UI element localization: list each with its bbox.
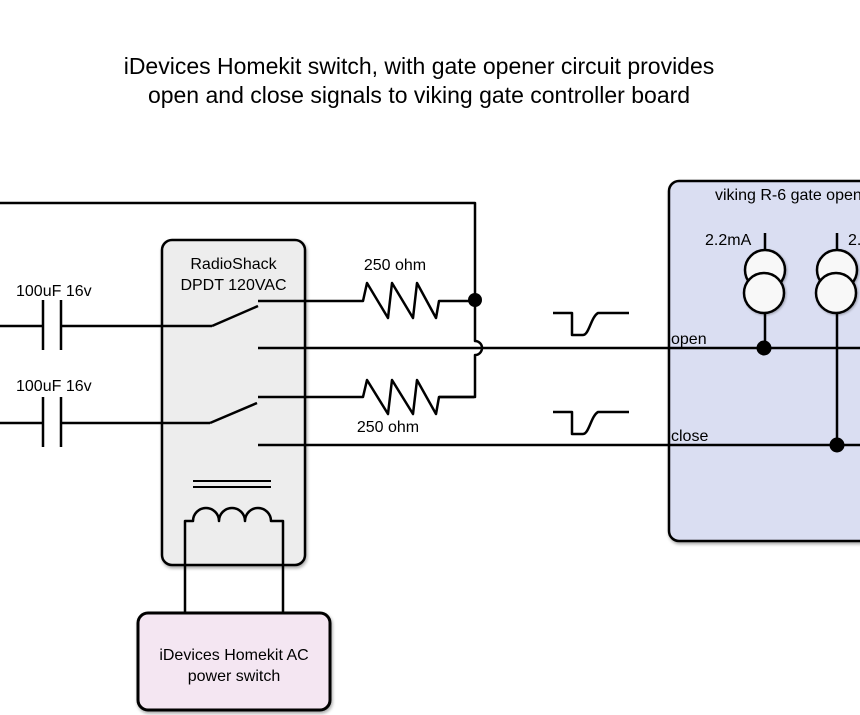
junction-dot-resistors: [468, 293, 482, 307]
resistor-1-label: 250 ohm: [363, 257, 427, 274]
gate-controller-title: viking R-6 gate opener: [715, 187, 860, 204]
open-pulse-waveform: [553, 311, 629, 337]
relay-switch-arm-1: [211, 304, 259, 328]
diagram-title-line2: open and close signals to viking gate co…: [147, 82, 691, 108]
relay-switch-arm-2: [209, 401, 258, 425]
diagram-title-line1: iDevices Homekit switch, with gate opene…: [123, 53, 715, 79]
junction-dot-close: [829, 437, 845, 453]
relay-label: RadioShack DPDT 120VAC: [162, 254, 305, 296]
capacitor-2-label: 100uF 16v: [16, 378, 92, 395]
relay-coil-symbol: [183, 506, 285, 613]
current-source-1-label: 2.2mA: [705, 232, 752, 249]
relay-label-line2: DPDT 120VAC: [180, 277, 287, 294]
relay-box: [160, 238, 307, 567]
power-switch-box: [136, 611, 332, 712]
relay-label-line1: RadioShack: [190, 256, 277, 273]
relay-coil-core: [193, 480, 271, 488]
junction-dot-open: [756, 340, 772, 356]
close-label: close: [671, 428, 709, 445]
current-source-1-circle-bottom: [742, 271, 786, 315]
gate-controller-box: [667, 179, 860, 543]
resistor-2-symbol: [258, 378, 474, 416]
capacitor-1-label: 100uF 16v: [16, 283, 92, 300]
power-switch-label: iDevices Homekit AC power switch: [138, 645, 330, 687]
power-switch-label-line2: power switch: [187, 668, 281, 685]
resistor-2-label: 250 ohm: [356, 419, 420, 436]
open-label: open: [671, 331, 707, 348]
current-source-2-label: 2.2mA: [848, 232, 860, 249]
power-switch-label-line1: iDevices Homekit AC: [159, 647, 309, 664]
capacitor-1-symbol: [0, 300, 212, 350]
capacitor-2-symbol: [0, 397, 210, 447]
resistor-1-symbol: [258, 281, 470, 320]
diagram-title: iDevices Homekit switch, with gate opene…: [0, 52, 838, 110]
close-pulse-waveform: [553, 410, 629, 436]
current-source-2-circle-bottom: [814, 271, 858, 315]
